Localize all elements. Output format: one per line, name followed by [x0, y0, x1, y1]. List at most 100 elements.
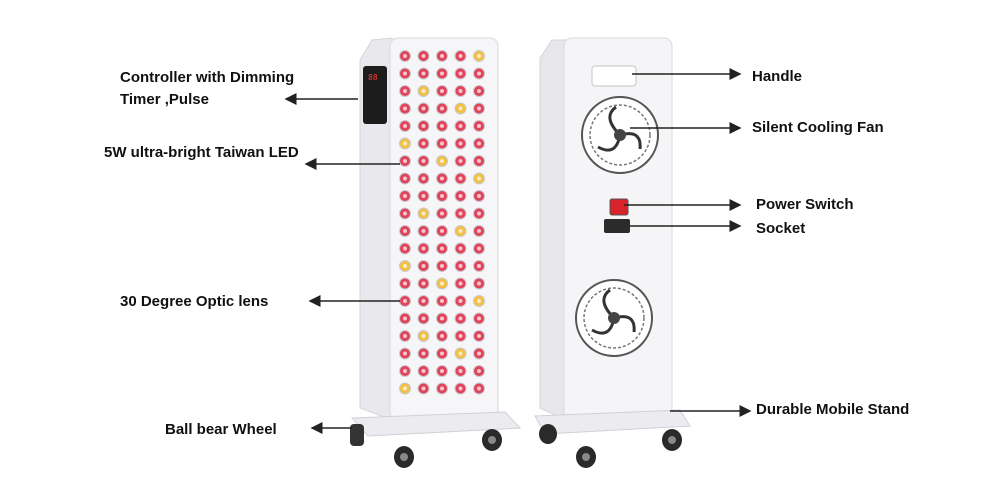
- led-lens-highlight: [458, 194, 463, 198]
- front-panel: 88: [350, 37, 522, 468]
- socket-label: Socket: [756, 220, 806, 237]
- wheel-label: Ball bear Wheel: [165, 421, 277, 438]
- led-lens-highlight: [477, 229, 481, 233]
- led-lens-highlight: [458, 299, 463, 303]
- wheel-icon: [350, 424, 502, 468]
- led-lens-highlight: [403, 299, 407, 303]
- led-lens-highlight: [421, 106, 426, 111]
- led-lens-highlight: [421, 211, 426, 216]
- led-lens-highlight: [458, 281, 463, 286]
- led-lens-highlight: [477, 106, 481, 111]
- led-lens-highlight: [440, 176, 444, 181]
- led-lens-highlight: [477, 369, 481, 373]
- led-lens-highlight: [403, 159, 407, 163]
- led-lens-highlight: [477, 54, 481, 58]
- led-lens-highlight: [458, 71, 463, 76]
- led-lens-highlight: [440, 106, 444, 111]
- led-lens-highlight: [421, 159, 426, 163]
- led-lens-highlight: [421, 89, 426, 93]
- led-lens-highlight: [421, 141, 426, 146]
- led-lens-highlight: [458, 246, 463, 251]
- led-lens-highlight: [403, 211, 407, 216]
- led-lens-highlight: [477, 141, 481, 146]
- led-lens-highlight: [440, 141, 444, 146]
- led-lens-highlight: [458, 141, 463, 146]
- led-lens-highlight: [477, 386, 481, 391]
- led-lens-highlight: [477, 211, 481, 216]
- led-lens-highlight: [440, 299, 444, 303]
- led-lens-highlight: [440, 351, 444, 356]
- led-lens-highlight: [458, 106, 463, 111]
- power-switch-icon: [609, 198, 629, 216]
- led-lens-highlight: [403, 124, 407, 128]
- controller-label-line2: Timer ,Pulse: [120, 91, 209, 108]
- led-lens-highlight: [477, 299, 481, 303]
- led-lens-highlight: [421, 124, 426, 128]
- stand-label: Durable Mobile Stand: [756, 401, 910, 418]
- led-lens-highlight: [421, 299, 426, 303]
- led-lens-highlight: [403, 54, 407, 58]
- fan-icon: [575, 279, 653, 357]
- led-lens-highlight: [403, 194, 407, 198]
- led-lens-highlight: [403, 71, 407, 76]
- led-lens-highlight: [403, 106, 407, 111]
- led-lens-highlight: [477, 124, 481, 128]
- led-lens-highlight: [403, 141, 407, 146]
- led-lens-highlight: [440, 264, 444, 268]
- led-lens-highlight: [458, 54, 463, 58]
- led-lens-highlight: [421, 369, 426, 373]
- led-lens-highlight: [458, 386, 463, 391]
- led-lens-highlight: [477, 334, 481, 338]
- controller-display: [363, 66, 387, 124]
- led-lens-highlight: [477, 89, 481, 93]
- led-lens-highlight: [421, 194, 426, 198]
- led-lens-highlight: [440, 369, 444, 373]
- socket-icon: [604, 219, 630, 233]
- led-lens-highlight: [403, 316, 407, 321]
- svg-text:88: 88: [368, 73, 378, 82]
- led-lens-highlight: [440, 54, 444, 58]
- controller-label: Controller with Dimming Timer ,Pulse: [120, 67, 294, 111]
- led-lens-highlight: [440, 316, 444, 321]
- led-lens-highlight: [403, 386, 407, 391]
- led-lens-highlight: [421, 176, 426, 181]
- led-lens-highlight: [440, 246, 444, 251]
- led-lens-highlight: [421, 246, 426, 251]
- led-lens-highlight: [403, 89, 407, 93]
- led-lens-highlight: [477, 194, 481, 198]
- led-lens-highlight: [421, 386, 426, 391]
- fan-label: Silent Cooling Fan: [752, 119, 884, 136]
- led-lens-highlight: [458, 316, 463, 321]
- led-grid: [399, 50, 485, 395]
- controller-label-line1: Controller with Dimming: [120, 69, 295, 86]
- led-lens-highlight: [421, 316, 426, 321]
- handle-label: Handle: [752, 68, 803, 85]
- led-lens-highlight: [458, 229, 463, 233]
- led-lens-highlight: [403, 281, 407, 286]
- led-lens-highlight: [458, 264, 463, 268]
- led-lens-highlight: [440, 334, 444, 338]
- led-lens-highlight: [440, 194, 444, 198]
- fan-icon: [581, 96, 659, 174]
- led-lens-highlight: [440, 229, 444, 233]
- led-lens-highlight: [421, 71, 426, 76]
- led-lens-highlight: [403, 229, 407, 233]
- led-lens-highlight: [403, 246, 407, 251]
- led-lens-highlight: [421, 229, 426, 233]
- led-lens-highlight: [440, 71, 444, 76]
- led-lens-highlight: [477, 316, 481, 321]
- led-lens-highlight: [403, 351, 407, 356]
- led-lens-highlight: [403, 334, 407, 338]
- led-lens-highlight: [458, 176, 463, 181]
- led-lens-highlight: [403, 264, 407, 268]
- led-lens-highlight: [458, 334, 463, 338]
- led-lens-highlight: [477, 351, 481, 356]
- led-lens-highlight: [440, 89, 444, 93]
- led-lens-highlight: [403, 369, 407, 373]
- led-lens-highlight: [477, 159, 481, 163]
- led-lens-highlight: [458, 369, 463, 373]
- led-lens-highlight: [440, 124, 444, 128]
- callout-arrows: [284, 68, 752, 434]
- led-lens-highlight: [403, 176, 407, 181]
